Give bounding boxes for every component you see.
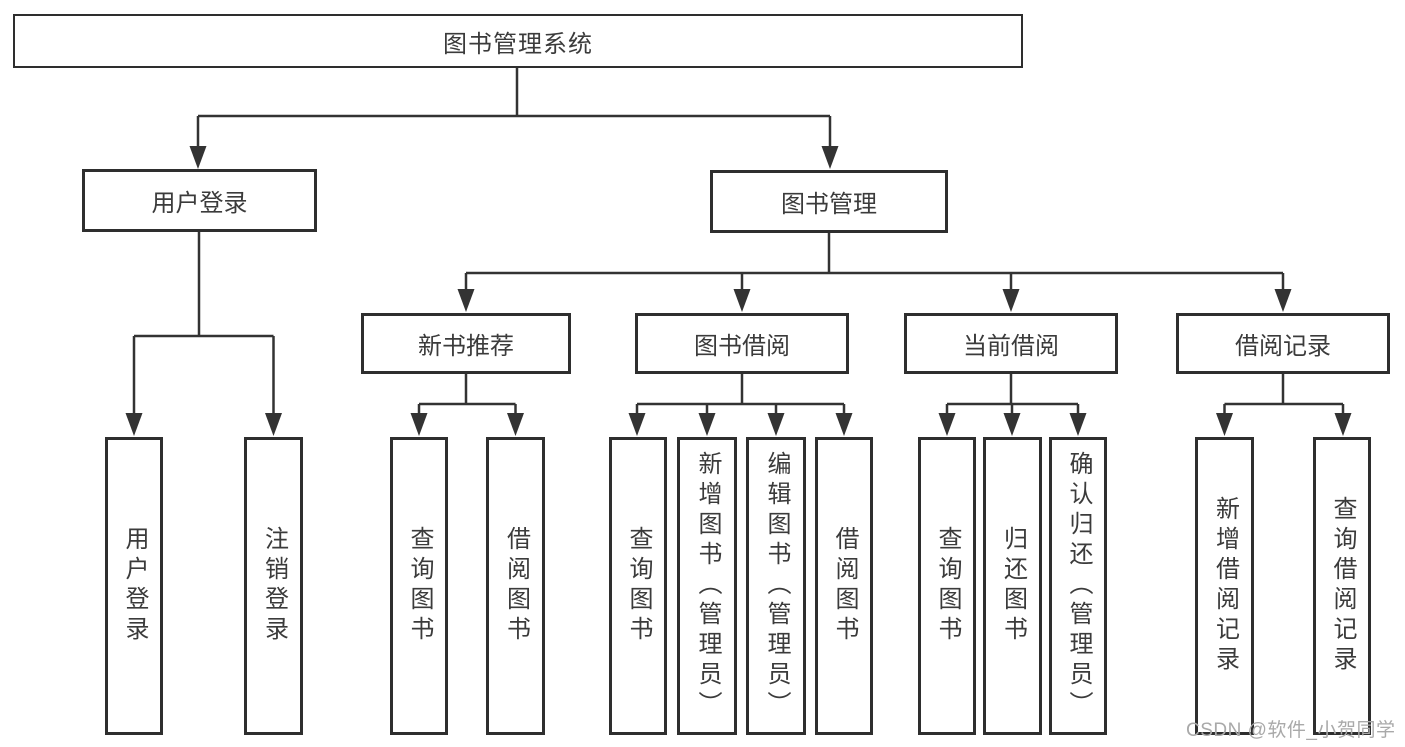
leaf-borrow-add-books-admin-label: 新增图书（管理员） bbox=[694, 451, 721, 721]
leaf-borrow-edit-books-admin: 编辑图书（管理员） bbox=[746, 437, 806, 735]
node-current-borrow-label: 当前借阅 bbox=[963, 333, 1059, 360]
node-new-book-recommend-label: 新书推荐 bbox=[418, 333, 514, 360]
leaf-current-query-books: 查询图书 bbox=[918, 437, 976, 735]
node-user-login: 用户登录 bbox=[82, 169, 317, 232]
leaf-newbook-borrow-books: 借阅图书 bbox=[486, 437, 545, 735]
node-user-login-label: 用户登录 bbox=[151, 190, 248, 217]
csdn-watermark: CSDN @软件_小贺同学 bbox=[1186, 720, 1396, 741]
leaf-borrow-add-books-admin: 新增图书（管理员） bbox=[677, 437, 737, 735]
leaf-user-login-label: 用户登录 bbox=[121, 526, 148, 646]
node-current-borrow: 当前借阅 bbox=[904, 313, 1118, 374]
node-new-book-recommend: 新书推荐 bbox=[361, 313, 571, 374]
node-borrow-records-label: 借阅记录 bbox=[1235, 333, 1331, 360]
leaf-records-query: 查询借阅记录 bbox=[1313, 437, 1371, 735]
leaf-borrow-query-books-label: 查询图书 bbox=[625, 526, 652, 646]
node-library-management-system: 图书管理系统 bbox=[13, 14, 1023, 68]
node-library-management-system-label: 图书管理系统 bbox=[443, 30, 593, 58]
leaf-newbook-query-books-label: 查询图书 bbox=[406, 526, 433, 646]
leaf-newbook-borrow-books-label: 借阅图书 bbox=[502, 526, 530, 646]
leaf-current-query-books-label: 查询图书 bbox=[934, 526, 961, 646]
node-book-management-label: 图书管理 bbox=[781, 191, 877, 218]
leaf-logout: 注销登录 bbox=[244, 437, 303, 735]
leaf-borrow-borrow-books: 借阅图书 bbox=[815, 437, 873, 735]
leaf-current-return-books-label: 归还图书 bbox=[999, 526, 1027, 646]
leaf-borrow-edit-books-admin-label: 编辑图书（管理员） bbox=[763, 451, 790, 721]
leaf-current-confirm-return-admin-label: 确认归还（管理员） bbox=[1065, 451, 1092, 721]
leaf-current-confirm-return-admin: 确认归还（管理员） bbox=[1049, 437, 1107, 735]
leaf-borrow-query-books: 查询图书 bbox=[609, 437, 667, 735]
node-borrow-records: 借阅记录 bbox=[1176, 313, 1390, 374]
node-book-management: 图书管理 bbox=[710, 170, 948, 233]
node-book-borrow: 图书借阅 bbox=[635, 313, 849, 374]
leaf-borrow-borrow-books-label: 借阅图书 bbox=[831, 526, 858, 646]
leaf-records-query-label: 查询借阅记录 bbox=[1329, 496, 1356, 676]
leaf-newbook-query-books: 查询图书 bbox=[390, 437, 448, 735]
leaf-records-add: 新增借阅记录 bbox=[1195, 437, 1254, 735]
leaf-current-return-books: 归还图书 bbox=[983, 437, 1042, 735]
arrowheads bbox=[125, 146, 1352, 436]
node-book-borrow-label: 图书借阅 bbox=[694, 333, 790, 360]
leaf-logout-label: 注销登录 bbox=[260, 526, 288, 646]
leaf-user-login: 用户登录 bbox=[105, 437, 163, 735]
leaf-records-add-label: 新增借阅记录 bbox=[1211, 496, 1239, 676]
